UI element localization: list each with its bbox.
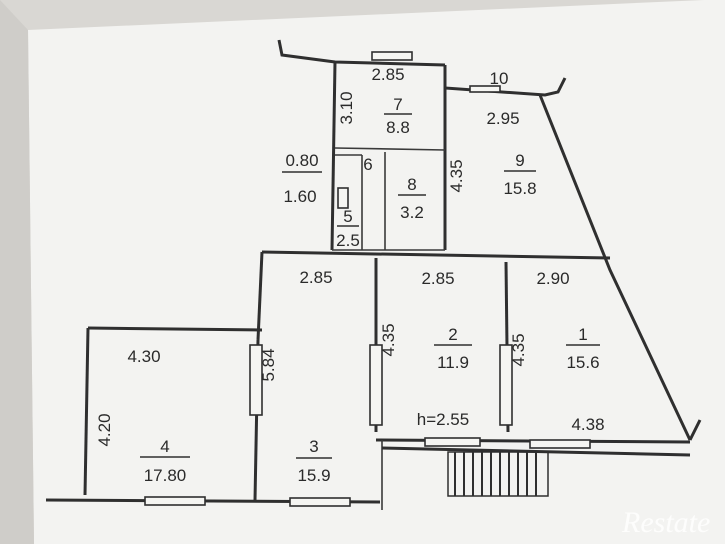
- dim-side-1: 4.35: [509, 333, 528, 366]
- svg-text:6: 6: [363, 155, 372, 174]
- svg-text:1: 1: [578, 325, 587, 344]
- svg-text:2.5: 2.5: [336, 231, 360, 250]
- dim-side-9: 4.35: [447, 159, 466, 192]
- room-3: 3 15.9: [296, 437, 332, 485]
- svg-text:11.9: 11.9: [437, 353, 469, 372]
- niche-6: [337, 187, 349, 209]
- dim-top-4: 4.30: [127, 347, 160, 366]
- room-labels: 7 8.8 10 6 5 2.5 8 3.2 9 15.8 2 11.9: [140, 69, 600, 485]
- svg-text:10: 10: [490, 69, 509, 88]
- dim-side-2: 4.35: [379, 323, 398, 356]
- dim-side-4: 4.20: [95, 413, 114, 446]
- window-3: [289, 497, 351, 507]
- svg-text:7: 7: [393, 95, 402, 114]
- stairs: [447, 451, 549, 497]
- window-2: [424, 437, 481, 447]
- door-2: [369, 344, 383, 426]
- door-1: [499, 344, 513, 426]
- table-surface: [0, 0, 34, 544]
- openings: [144, 51, 591, 507]
- svg-text:15.6: 15.6: [566, 353, 599, 372]
- svg-text:15.8: 15.8: [503, 179, 536, 198]
- svg-text:2: 2: [448, 325, 457, 344]
- svg-text:9: 9: [515, 151, 524, 170]
- dim-side-7: 3.10: [337, 91, 356, 124]
- room-7: 7 8.8: [384, 95, 412, 137]
- ceiling-height: h=2.55: [417, 410, 469, 429]
- room-5: 5 2.5: [336, 207, 360, 250]
- room-2: 2 11.9: [434, 325, 472, 372]
- window-1: [529, 439, 591, 449]
- window-7: [371, 51, 413, 61]
- window-4: [144, 496, 206, 506]
- room-1: 1 15.6: [566, 325, 600, 372]
- dim-small-h: 1.60: [283, 187, 316, 206]
- room-6: 6: [363, 155, 372, 174]
- svg-text:5: 5: [343, 207, 352, 226]
- svg-text:17.80: 17.80: [144, 466, 187, 485]
- svg-text:3: 3: [309, 437, 318, 456]
- svg-text:15.9: 15.9: [297, 466, 330, 485]
- room-9: 9 15.8: [503, 151, 536, 198]
- window-10: [469, 85, 501, 93]
- svg-text:3.2: 3.2: [400, 203, 424, 222]
- dimension-labels: 2.85 3.10 2.95 4.35 0.80 1.60 2.85 2.85 …: [95, 65, 605, 447]
- dim-top-7: 2.85: [371, 65, 404, 84]
- dim-top-2: 2.85: [421, 269, 454, 288]
- dim-top-9: 2.95: [486, 109, 519, 128]
- room-10: 10: [490, 69, 509, 88]
- svg-text:8.8: 8.8: [386, 118, 410, 137]
- dim-side-3: 5.84: [259, 348, 278, 381]
- dim-bottom-1: 4.38: [571, 415, 604, 434]
- dim-top-1: 2.90: [536, 269, 569, 288]
- room-4: 4 17.80: [140, 437, 190, 485]
- watermark-logo: Restate: [621, 506, 710, 539]
- svg-text:8: 8: [407, 175, 416, 194]
- door-3: [249, 344, 263, 416]
- svg-text:4: 4: [160, 437, 169, 456]
- room-8: 8 3.2: [398, 175, 426, 222]
- dim-top-3: 2.85: [299, 268, 332, 287]
- dim-small-w: 0.80: [285, 151, 318, 170]
